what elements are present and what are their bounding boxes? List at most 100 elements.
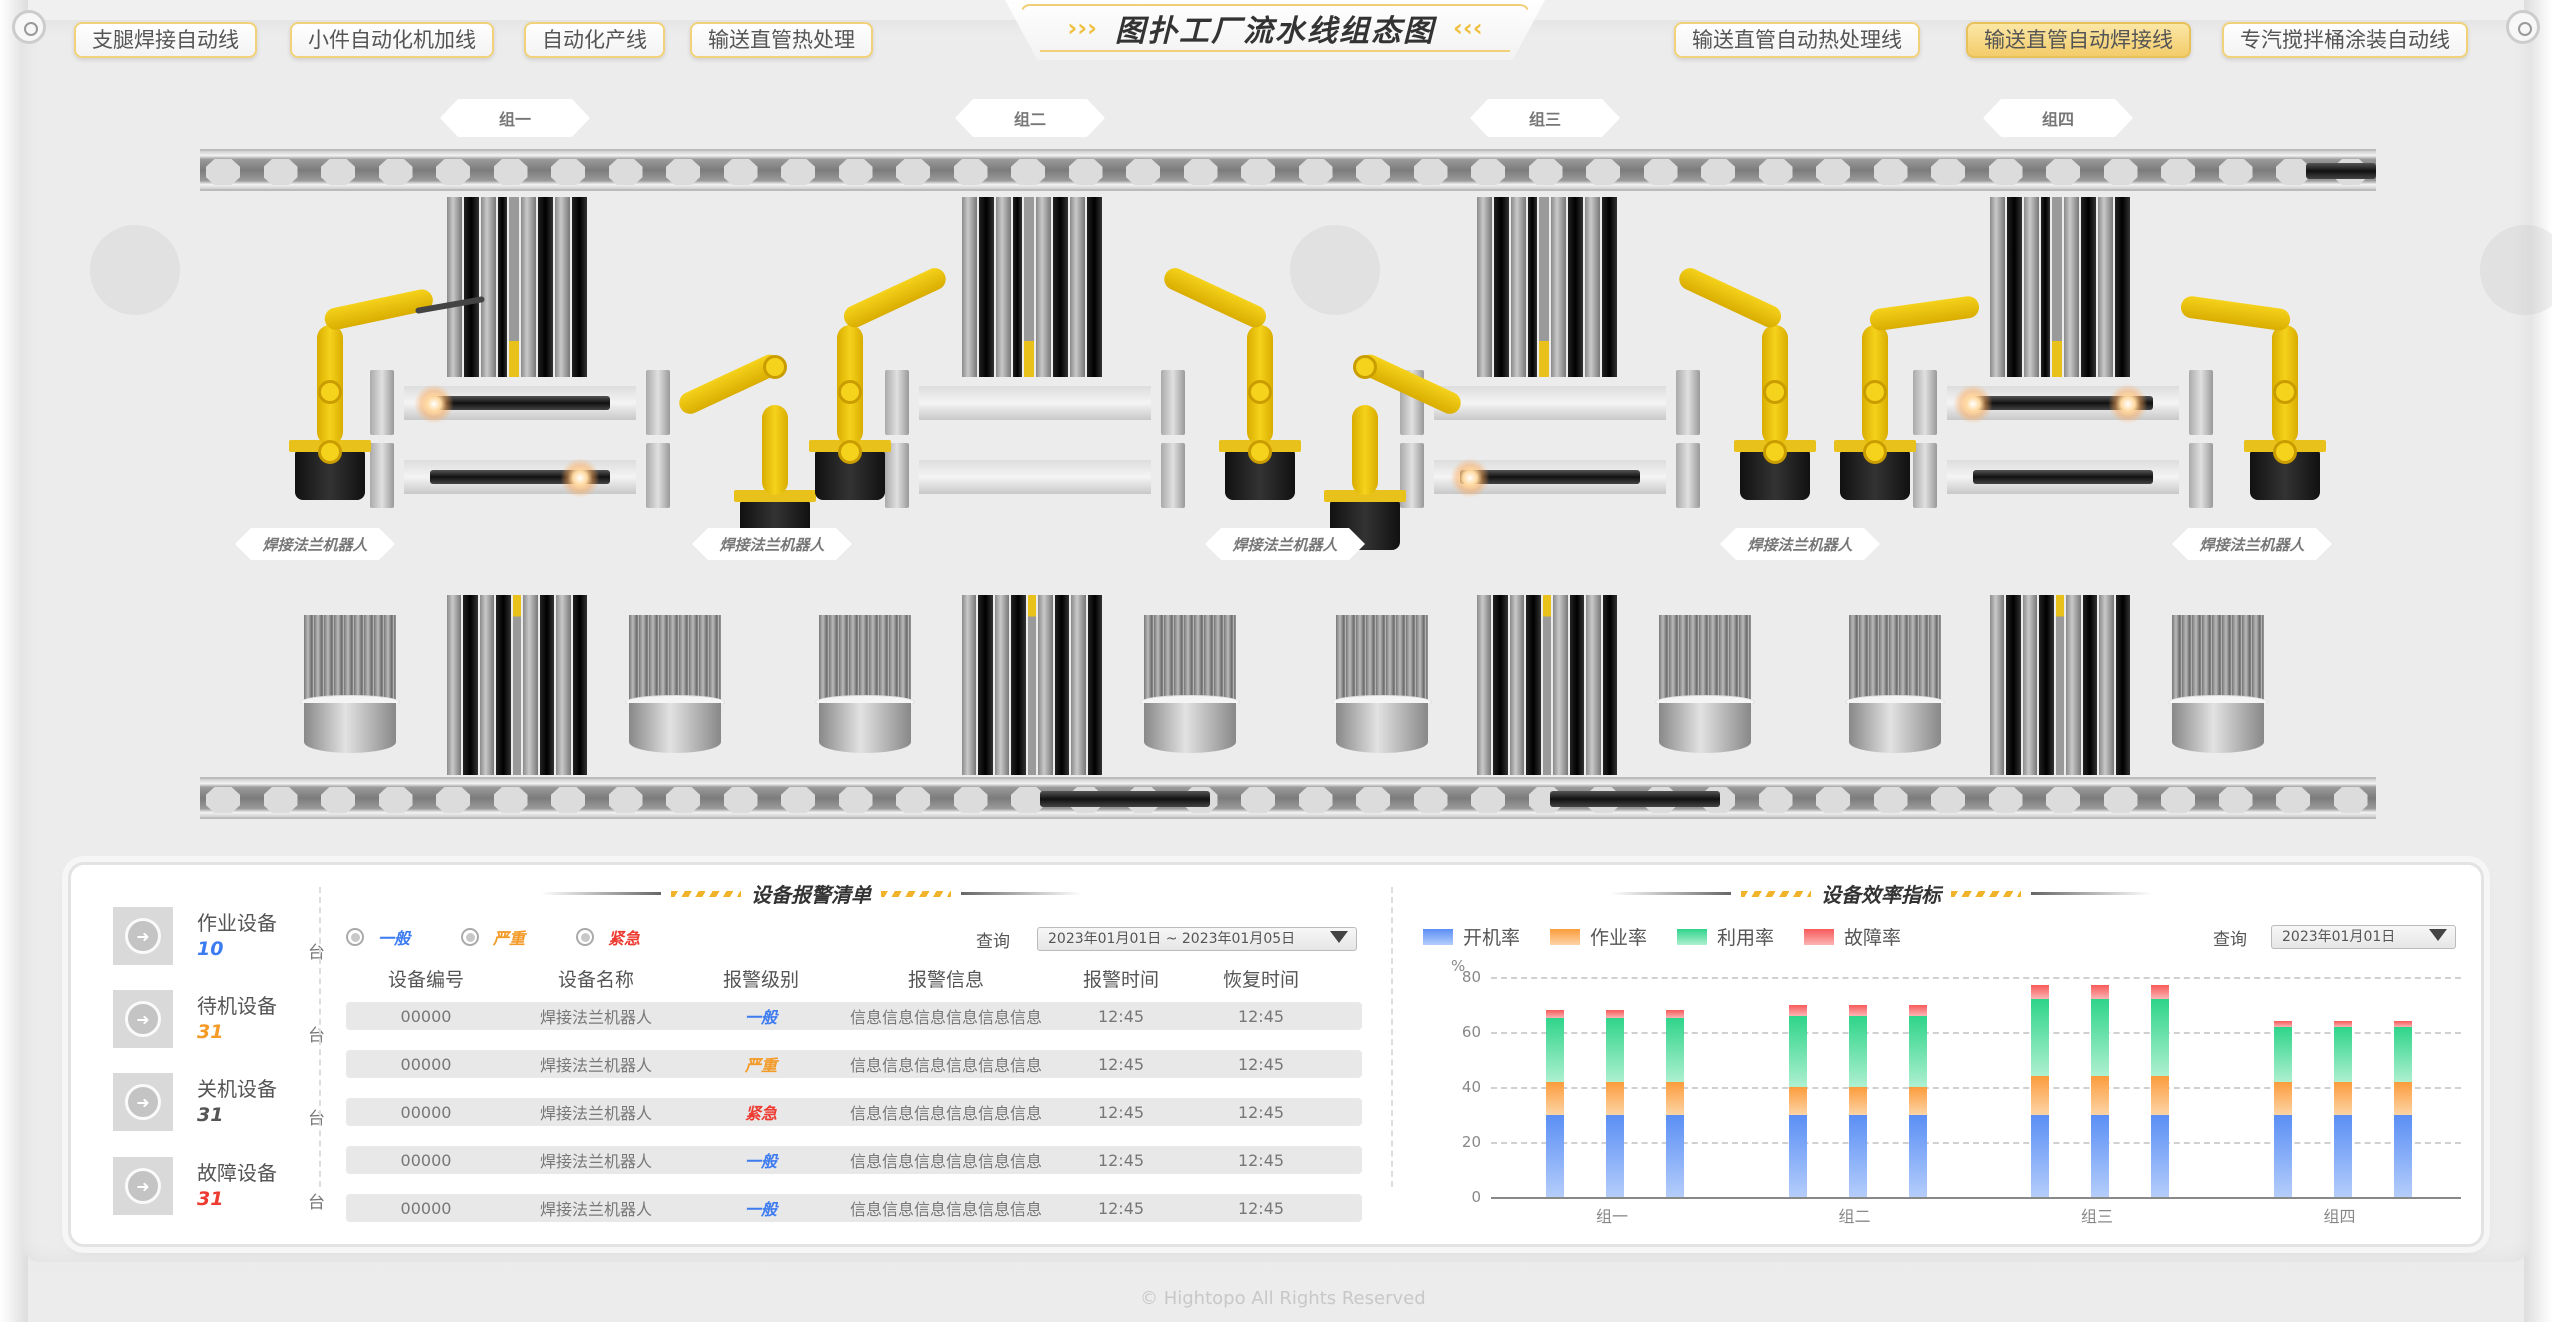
robot-label[interactable]: 焊接法兰机器人	[692, 528, 852, 560]
stacked-bar[interactable]	[1788, 1004, 1807, 1197]
nav-tab-7[interactable]: 专汽搅拌桶涂装自动线	[2222, 22, 2468, 58]
filter-general[interactable]: 一般	[346, 925, 410, 949]
bar-segment-0	[1666, 1114, 1684, 1197]
wire-spool[interactable]	[1655, 615, 1755, 755]
conveyor-roller	[1298, 787, 1333, 813]
nav-tab-4[interactable]: 输送直管热处理	[690, 22, 873, 58]
conveyor-roller	[781, 159, 815, 185]
robot-label[interactable]: 焊接法兰机器人	[2172, 528, 2332, 560]
wire-spool[interactable]	[625, 615, 725, 755]
bar-segment-2	[1666, 1018, 1684, 1082]
conveyor-roller	[1873, 159, 1908, 185]
bar-segment-3	[1788, 1004, 1807, 1016]
bar-segment-2	[2151, 999, 2169, 1076]
welding-robot[interactable]	[285, 287, 485, 500]
device-icon: ➜	[113, 990, 173, 1048]
welding-robot[interactable]	[1160, 264, 1305, 500]
wire-spool[interactable]	[1332, 615, 1432, 755]
wire-spool[interactable]	[2168, 615, 2268, 755]
welding-robot[interactable]	[1675, 264, 1820, 500]
x-tick-label: 组四	[2323, 1207, 2356, 1226]
group-tag-1[interactable]: 组一	[440, 99, 590, 137]
wire-spool[interactable]	[815, 615, 915, 755]
stacked-bar[interactable]	[2333, 1021, 2352, 1197]
group-tag-4[interactable]: 组四	[1983, 99, 2133, 137]
stacked-bar[interactable]	[1848, 1004, 1867, 1197]
stacked-bar[interactable]	[1666, 1010, 1684, 1197]
stat-value: 10	[197, 938, 224, 960]
filter-serious[interactable]: 严重	[461, 925, 525, 949]
welding-spark	[560, 458, 600, 498]
device-icon: ➜	[113, 1073, 173, 1131]
stat-unit: 台	[308, 1109, 325, 1129]
date-select[interactable]: 2023年01月01日	[2271, 925, 2456, 949]
bar-segment-2	[2333, 1026, 2352, 1082]
bar-segment-1	[2031, 1076, 2049, 1115]
pipe-on-conveyor	[1040, 791, 1210, 807]
conveyor-roller	[1988, 159, 2023, 185]
y-tick-label: 80	[1461, 968, 1481, 986]
stat-working[interactable]: ➜ 作业设备 10 台	[113, 907, 325, 969]
nav-tab-6-active[interactable]: 输送直管自动焊接线	[1966, 22, 2191, 58]
page-title: 图扑工厂流水线组态图	[1115, 14, 1435, 49]
conveyor-roller	[1758, 159, 1793, 185]
conveyor-roller	[551, 159, 585, 185]
welding-spark	[414, 384, 454, 424]
stacked-bar[interactable]	[1546, 1010, 1564, 1197]
stacked-bar[interactable]	[1606, 1010, 1624, 1197]
bar-segment-1	[2091, 1076, 2109, 1115]
vertical-rail-set	[447, 197, 588, 377]
bar-segment-2	[1848, 1015, 1867, 1087]
stat-value: 31	[197, 1021, 224, 1043]
grid-line	[1491, 1142, 2461, 1144]
conveyor-roller	[2161, 159, 2195, 185]
stacked-bar[interactable]	[2151, 985, 2169, 1197]
welding-robot[interactable]	[1830, 294, 1981, 500]
welding-robot[interactable]	[675, 350, 820, 550]
conveyor-roller	[896, 159, 930, 185]
robot-label[interactable]: 焊接法兰机器人	[1205, 528, 1365, 560]
bar-segment-1	[2273, 1081, 2292, 1115]
wire-spool[interactable]	[1140, 615, 1240, 755]
bar-segment-3	[2333, 1021, 2352, 1027]
grid-line	[1491, 977, 2461, 979]
robot-label[interactable]: 焊接法兰机器人	[235, 528, 395, 560]
robot-label[interactable]: 焊接法兰机器人	[1720, 528, 1880, 560]
stat-standby[interactable]: ➜ 待机设备 31 台	[113, 990, 325, 1052]
nav-tab-1[interactable]: 支腿焊接自动线	[74, 22, 257, 58]
stat-shutdown[interactable]: ➜ 关机设备 31 台	[113, 1073, 325, 1135]
conveyor-roller	[666, 787, 700, 813]
bar-segment-3	[1666, 1010, 1684, 1019]
wire-spool[interactable]	[1845, 615, 1945, 755]
stacked-bar[interactable]	[1908, 1004, 1927, 1197]
bar-segment-0	[2151, 1114, 2169, 1197]
stacked-bar[interactable]	[2393, 1021, 2412, 1197]
wire-spool[interactable]	[300, 615, 400, 755]
stacked-bar[interactable]	[2091, 985, 2109, 1197]
radio-icon	[576, 928, 594, 946]
date-range-select[interactable]: 2023年01月01日 ~ 2023年01月05日	[1037, 927, 1357, 951]
y-axis-unit: %	[1451, 957, 1466, 975]
title-frame: ››› 图扑工厂流水线组态图 ‹‹‹	[1020, 4, 1530, 52]
welding-robot[interactable]	[1320, 350, 1465, 550]
chevron-left-icon: ‹‹‹	[1453, 14, 1483, 42]
welding-robot[interactable]	[2179, 294, 2330, 500]
bar-segment-0	[2393, 1114, 2412, 1197]
filter-urgent[interactable]: 紧急	[576, 925, 640, 949]
stat-fault[interactable]: ➜ 故障设备 31 台	[113, 1157, 325, 1219]
stacked-bar[interactable]	[2273, 1021, 2292, 1197]
group-tag-2[interactable]: 组二	[955, 99, 1105, 137]
stacked-bar[interactable]	[2031, 985, 2049, 1197]
welding-robot[interactable]	[805, 264, 950, 500]
group-tag-3[interactable]: 组三	[1470, 99, 1620, 137]
conveyor-roller	[608, 787, 643, 813]
nav-tab-5[interactable]: 输送直管自动热处理线	[1674, 22, 1920, 58]
nav-tab-3[interactable]: 自动化产线	[524, 22, 665, 58]
nav-tab-2[interactable]: 小件自动化机加线	[290, 22, 494, 58]
